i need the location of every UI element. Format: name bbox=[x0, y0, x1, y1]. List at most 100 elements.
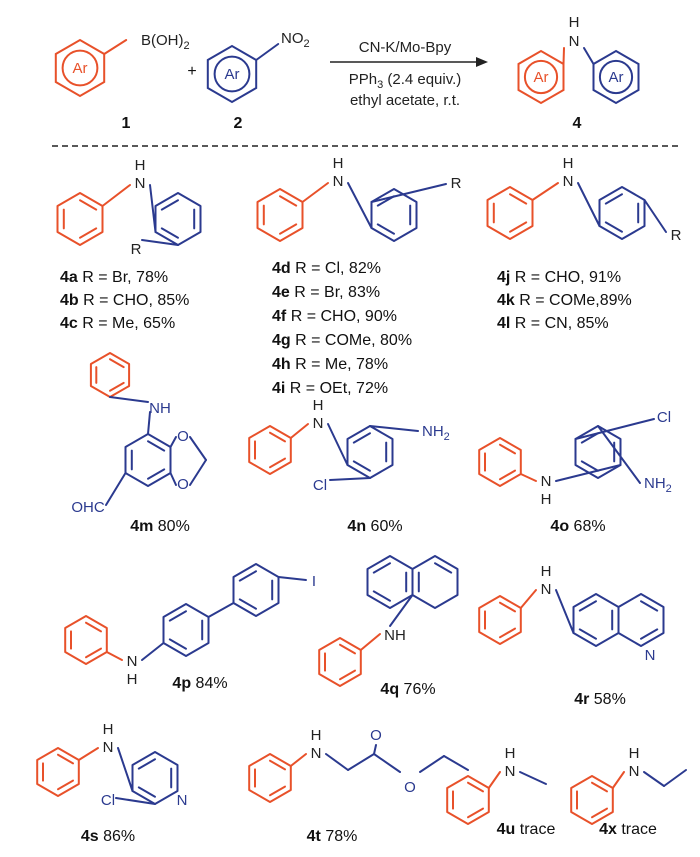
entry-4e: 4e R = Br, 83% bbox=[272, 284, 380, 301]
4t-o-ester: O bbox=[404, 779, 416, 796]
aromatic-double-bond bbox=[339, 669, 356, 681]
4p-n: N bbox=[127, 653, 138, 670]
c-n-bond bbox=[562, 47, 565, 65]
entry-4g: 4g R = COMe, 80% bbox=[272, 332, 412, 349]
aromatic-double-bond bbox=[147, 440, 166, 452]
compound-4s: H N Cl N 4s 86% bbox=[36, 721, 187, 845]
4n-h: H bbox=[313, 397, 324, 414]
4t-h: H bbox=[311, 727, 322, 744]
aromatic-circle bbox=[598, 59, 634, 95]
para-n: N bbox=[563, 173, 574, 190]
aromatic-double-bond bbox=[499, 627, 516, 639]
4n-n: N bbox=[313, 415, 324, 432]
reagent-1-arylboronic-acid: Ar B(OH)2 1 bbox=[54, 32, 190, 132]
c-r-bond bbox=[370, 183, 447, 203]
aromatic-double-bond bbox=[57, 779, 74, 791]
bond bbox=[101, 184, 131, 207]
product-number: 4 bbox=[573, 115, 582, 132]
compound-4r: H N N 4r 58% bbox=[478, 563, 665, 708]
4u-n: N bbox=[505, 763, 516, 780]
compound-4p: I N H 4p 84% bbox=[64, 563, 316, 692]
aromatic-double-bond bbox=[168, 638, 187, 650]
aromatic-double-bond bbox=[147, 468, 166, 480]
aromatic-double-bond bbox=[137, 758, 156, 770]
4s-cl: Cl bbox=[101, 792, 115, 809]
bond bbox=[289, 753, 307, 767]
aromatic-double-bond bbox=[339, 643, 356, 655]
entry-4j: 4j R = CHO, 91% bbox=[497, 269, 621, 286]
aromatic-double-bond bbox=[168, 610, 187, 622]
aromatic-double-bond bbox=[160, 227, 179, 239]
ortho-h: H bbox=[135, 157, 146, 174]
4q-nh: NH bbox=[384, 627, 406, 644]
para-r: R bbox=[671, 227, 682, 244]
c-n-bond bbox=[583, 47, 595, 65]
label-4m: 4m 80% bbox=[130, 518, 190, 535]
aromatic-double-bond bbox=[372, 562, 391, 574]
4m-o2: O bbox=[177, 476, 189, 493]
compound-4u: H N 4u trace bbox=[446, 745, 555, 838]
ethyl-bond bbox=[643, 771, 665, 787]
ortho-n: N bbox=[135, 175, 146, 192]
bond bbox=[389, 594, 414, 627]
bond bbox=[555, 464, 622, 482]
carbonyl-bond bbox=[373, 744, 377, 755]
aromatic-double-bond bbox=[591, 807, 608, 819]
reagent-2-nitroarene: Ar NO2 2 bbox=[206, 30, 310, 132]
para-substituted-structure: H N R bbox=[486, 155, 682, 244]
aromatic-double-bond bbox=[499, 443, 516, 455]
c-n-bond bbox=[255, 43, 280, 61]
bond bbox=[369, 425, 419, 432]
bond bbox=[117, 747, 134, 792]
bond bbox=[277, 576, 307, 581]
bond bbox=[597, 425, 641, 484]
aromatic-double-bond bbox=[499, 469, 516, 481]
4o-nh2: NH2 bbox=[644, 475, 672, 495]
methylene-bond bbox=[189, 459, 207, 486]
entry-4l: 4l R = CN, 85% bbox=[497, 315, 609, 332]
aromatic-double-bond bbox=[467, 781, 484, 793]
bond bbox=[169, 436, 177, 448]
reagent-2-number: 2 bbox=[234, 115, 243, 132]
aromatic-double-bond bbox=[499, 601, 516, 613]
quinoline-ring-2 bbox=[617, 593, 665, 647]
product-h: H bbox=[569, 14, 580, 31]
4s-h: H bbox=[103, 721, 114, 738]
c-r-bond bbox=[141, 239, 179, 246]
product-4-diarylamine: H N Ar Ar 4 bbox=[517, 14, 640, 132]
compound-4o: Cl NH2 N H 4o 68% bbox=[478, 409, 672, 535]
bond bbox=[373, 753, 401, 773]
4o-cl: Cl bbox=[657, 409, 671, 426]
naphthalene-ring-2 bbox=[411, 555, 459, 609]
aromatic-double-bond bbox=[85, 621, 102, 633]
aromatic-double-bond bbox=[79, 199, 98, 211]
aromatic-double-bond bbox=[109, 381, 125, 392]
4m-o1: O bbox=[177, 428, 189, 445]
aromatic-double-bond bbox=[372, 590, 391, 602]
bond bbox=[301, 182, 329, 203]
aromatic-double-bond bbox=[269, 785, 286, 797]
4n-nh2: NH2 bbox=[422, 423, 450, 443]
plus-sign: + bbox=[187, 63, 196, 80]
4s-n: N bbox=[103, 739, 114, 756]
reagent-1-boronic: B(OH)2 bbox=[141, 32, 190, 52]
4u-h: H bbox=[505, 745, 516, 762]
aromatic-circle bbox=[523, 59, 559, 95]
bond bbox=[519, 473, 537, 482]
label-4q: 4q 76% bbox=[380, 681, 435, 698]
entry-4c: 4c R = Me, 65% bbox=[60, 315, 175, 332]
aromatic-double-bond bbox=[591, 781, 608, 793]
methyl-bond bbox=[519, 771, 547, 785]
aromatic-double-bond bbox=[269, 759, 286, 771]
aromatic-double-bond bbox=[79, 227, 98, 239]
label-4s: 4s 86% bbox=[81, 828, 135, 845]
aromatic-double-bond bbox=[580, 460, 599, 472]
entry-4a: 4a R = Br, 78% bbox=[60, 269, 168, 286]
bond bbox=[359, 633, 381, 651]
reagent-2-nitro: NO2 bbox=[281, 30, 310, 50]
aromatic-circle bbox=[61, 49, 99, 87]
methylene-bond bbox=[189, 436, 207, 461]
4o-n: N bbox=[541, 473, 552, 490]
product-ar1: Ar bbox=[534, 69, 549, 86]
bond bbox=[487, 771, 501, 789]
